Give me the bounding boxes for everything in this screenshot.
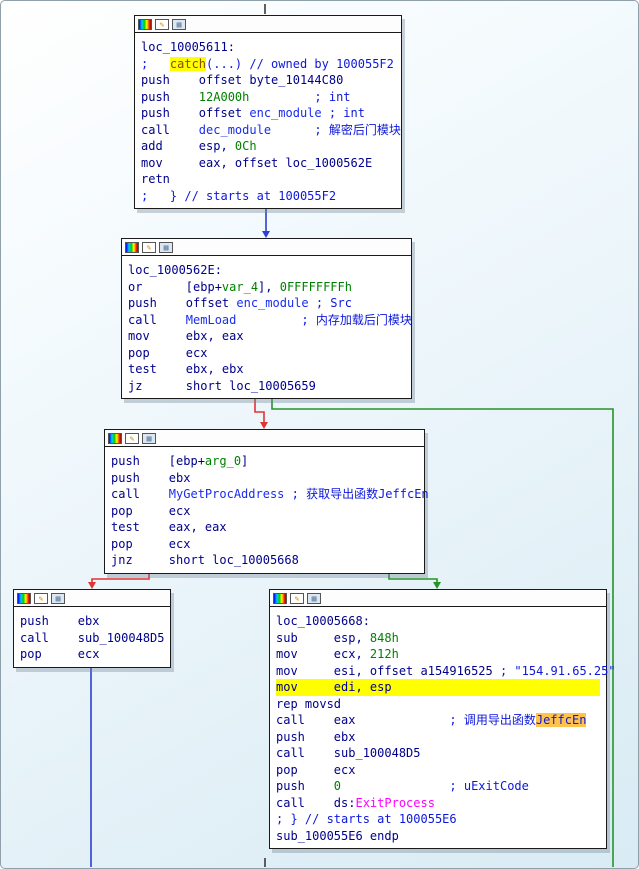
asm-line[interactable]: call MyGetProcAddress ; 获取导出函数JeffcEn xyxy=(111,487,429,501)
frame-icon[interactable]: ▦ xyxy=(159,241,173,253)
asm-line[interactable]: loc_1000562E: xyxy=(128,263,222,277)
asm-line[interactable]: mov ebx, eax xyxy=(128,329,244,343)
node-title-bar: ✎ ▦ xyxy=(135,16,401,33)
edge-block1-to-block2-blue-arrowhead xyxy=(262,231,270,238)
node-title-bar: ✎ ▦ xyxy=(14,590,170,607)
asm-line[interactable]: push ebx xyxy=(111,470,191,485)
asm-line[interactable]: rep movsd xyxy=(276,696,342,711)
frame-icon[interactable]: ▦ xyxy=(172,18,186,30)
asm-line[interactable]: retn xyxy=(141,172,170,186)
node-color-icon[interactable] xyxy=(125,241,139,253)
asm-line[interactable]: push 0 ; uExitCode xyxy=(276,779,529,793)
asm-line[interactable]: mov eax, offset loc_1000562E xyxy=(141,155,373,170)
asm-line[interactable]: pop ecx xyxy=(20,647,100,661)
node-loc_10005668[interactable]: ✎ ▦ loc_10005668:sub esp, 848h mov ecx, 2… xyxy=(269,589,616,849)
asm-line[interactable]: push offset enc_module ; Src xyxy=(128,296,352,310)
asm-line[interactable]: pop ecx xyxy=(128,345,208,360)
asm-line[interactable]: pop ecx xyxy=(111,536,191,551)
edge-block2-to-block3-red-arrowhead xyxy=(260,422,268,429)
asm-line[interactable]: add esp, 0Ch xyxy=(141,139,257,153)
asm-line[interactable]: call MemLoad ; 内存加载后门模块 xyxy=(128,312,412,327)
asm-line[interactable]: jnz short loc_10005668 xyxy=(111,553,299,567)
edge-block3-to-block5-green-arrowhead xyxy=(433,582,441,589)
node-color-icon[interactable] xyxy=(138,18,152,30)
node-color-icon[interactable] xyxy=(108,432,122,444)
node-body: push [ebp+arg_0]push ebx call MyGetProcAd… xyxy=(105,447,429,573)
frame-icon[interactable]: ▦ xyxy=(142,432,156,444)
asm-line[interactable]: call eax ; 调用导出函数JeffcEn xyxy=(276,713,587,727)
node-color-icon[interactable] xyxy=(17,592,31,604)
asm-line[interactable]: push ebx xyxy=(20,614,100,628)
frame-icon[interactable]: ▦ xyxy=(307,592,321,604)
node-body: loc_1000562E:or [ebp+var_4], 0FFFFFFFFh p… xyxy=(122,256,412,398)
edit-icon[interactable]: ✎ xyxy=(125,432,139,444)
asm-line[interactable]: sub esp, 848h xyxy=(276,630,399,645)
edge-block2-to-block3-red xyxy=(254,391,265,423)
asm-line[interactable]: or [ebp+var_4], 0FFFFFFFFh xyxy=(128,279,352,294)
asm-line[interactable]: ; catch(...) // owned by 100055F2 xyxy=(141,56,394,71)
asm-line[interactable]: mov esi, offset a154916525 ; "154.91.65.… xyxy=(276,663,616,678)
edge-block3-to-block4-red-arrowhead xyxy=(88,582,96,589)
edge-block2-jump-taken-green xyxy=(271,391,614,867)
asm-line[interactable]: pop ecx xyxy=(276,762,356,777)
asm-line[interactable]: test ebx, ebx xyxy=(128,362,244,376)
edit-icon[interactable]: ✎ xyxy=(155,18,169,30)
asm-line[interactable]: push ebx xyxy=(276,729,356,744)
edit-icon[interactable]: ✎ xyxy=(142,241,156,253)
asm-line[interactable]: loc_10005668: xyxy=(276,614,370,628)
node-title-bar: ✎ ▦ xyxy=(105,430,424,447)
asm-line[interactable]: call sub_100048D5 xyxy=(20,630,165,645)
asm-line[interactable]: mov edi, esp xyxy=(276,679,600,696)
asm-line[interactable]: call ds:ExitProcess xyxy=(276,795,435,810)
node-loc_10005611[interactable]: ✎ ▦ loc_10005611: ; catch(...) // owned b… xyxy=(134,15,402,209)
asm-line[interactable]: loc_10005611: xyxy=(141,40,235,54)
node-getprocaddress[interactable]: ✎ ▦ push [ebp+arg_0]push ebx call MyGetPr… xyxy=(104,429,429,574)
asm-line[interactable]: pop ecx xyxy=(111,503,191,518)
frame-icon[interactable]: ▦ xyxy=(51,592,65,604)
asm-line[interactable]: push [ebp+arg_0] xyxy=(111,454,249,468)
asm-line[interactable]: jz short loc_10005659 xyxy=(128,378,316,393)
asm-line[interactable]: call dec_module ; 解密后门模块 xyxy=(141,122,401,137)
node-body: loc_10005668:sub esp, 848h mov ecx, 212h m… xyxy=(270,607,616,848)
asm-line[interactable]: push 12A000h ; int xyxy=(141,89,351,104)
node-title-bar: ✎ ▦ xyxy=(122,239,411,256)
edit-icon[interactable]: ✎ xyxy=(34,592,48,604)
asm-line[interactable]: ; } // starts at 100055E6 xyxy=(276,812,457,826)
asm-line[interactable]: ; } // starts at 100055F2 xyxy=(141,188,337,203)
node-color-icon[interactable] xyxy=(273,592,287,604)
asm-line[interactable]: sub_100055E6 endp xyxy=(276,828,399,843)
asm-line[interactable]: push offset enc_module ; int xyxy=(141,106,365,120)
asm-line[interactable]: push offset byte_10144C80 xyxy=(141,73,344,87)
asm-line[interactable]: mov ecx, 212h xyxy=(276,647,399,661)
node-body: loc_10005611: ; catch(...) // owned by 10… xyxy=(135,33,401,208)
asm-line[interactable]: call sub_100048D5 xyxy=(276,746,421,760)
asm-line[interactable]: test eax, eax xyxy=(111,520,227,534)
edit-icon[interactable]: ✎ xyxy=(290,592,304,604)
node-title-bar: ✎ ▦ xyxy=(270,590,606,607)
node-loc_1000562E[interactable]: ✎ ▦ loc_1000562E:or [ebp+var_4], 0FFFFFF… xyxy=(121,238,412,399)
